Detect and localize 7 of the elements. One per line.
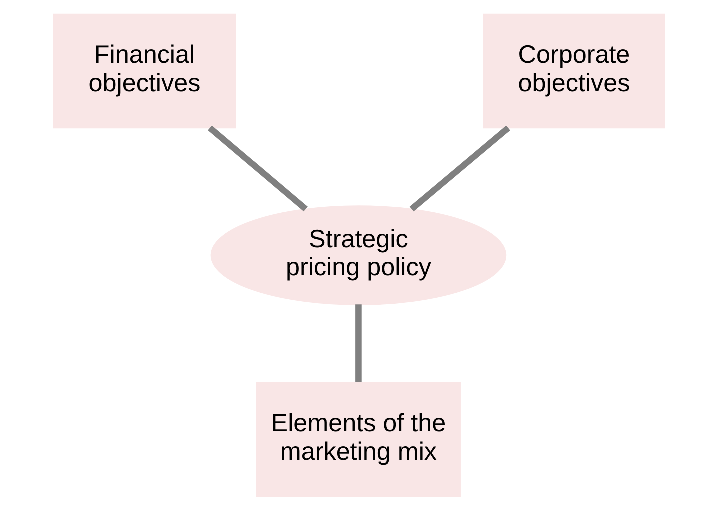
node-box: Financial objectives bbox=[54, 14, 236, 129]
connector bbox=[356, 304, 362, 383]
node-box: Elements of the marketing mix bbox=[256, 382, 461, 498]
node-ellipse: Strategic pricing policy bbox=[210, 206, 507, 306]
connector bbox=[410, 126, 510, 212]
connector bbox=[208, 126, 308, 212]
node-box: Corporate objectives bbox=[483, 14, 666, 129]
